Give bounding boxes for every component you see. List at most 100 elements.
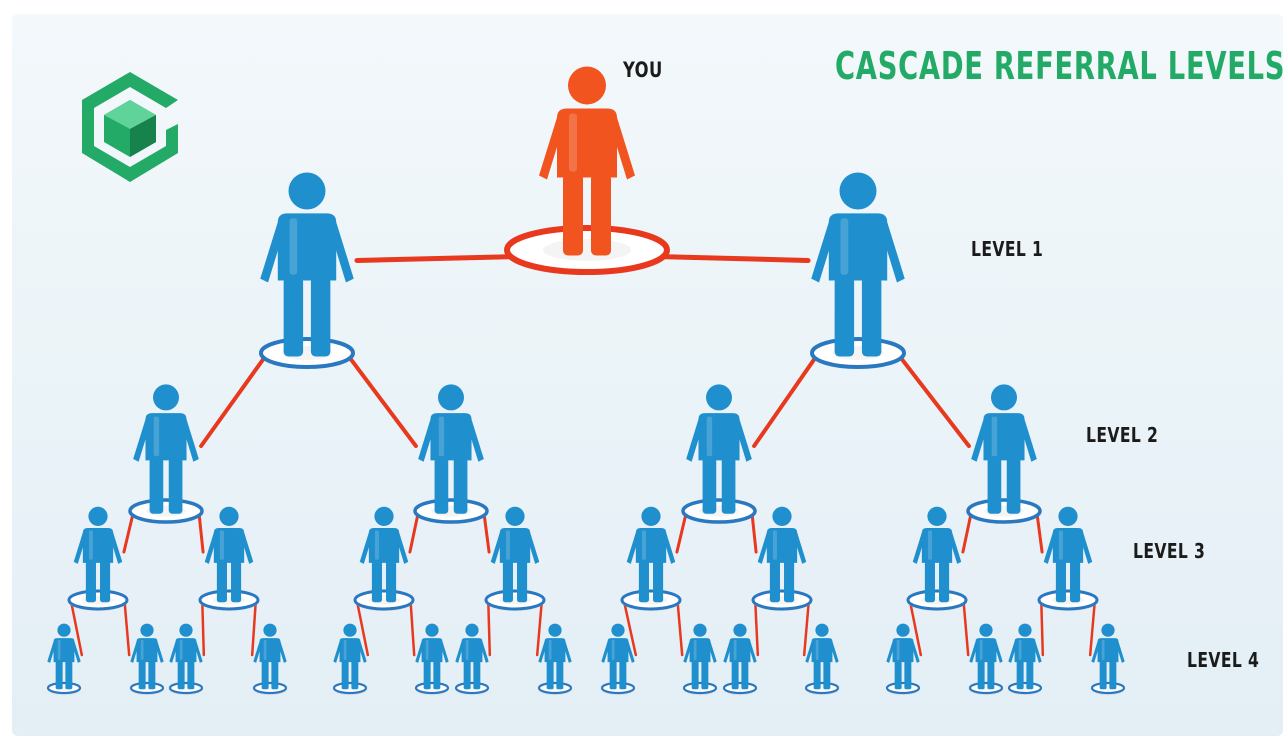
member-platform xyxy=(168,681,204,695)
connector-line xyxy=(754,601,760,657)
diagram-title: CASCADE REFERRAL LEVELS xyxy=(835,44,1285,88)
person-icon xyxy=(886,623,920,690)
person-icon xyxy=(418,384,484,514)
member-platform xyxy=(46,681,82,695)
connector-line xyxy=(122,512,135,554)
person-icon xyxy=(626,506,676,603)
member-platform xyxy=(906,589,968,611)
person-icon xyxy=(455,623,489,690)
member-platform xyxy=(128,498,204,524)
person-icon xyxy=(805,623,839,690)
member-platform xyxy=(751,589,813,611)
connector-line xyxy=(347,355,418,448)
connector-line xyxy=(408,512,420,554)
you-platform xyxy=(504,225,670,275)
person-icon xyxy=(683,623,717,690)
person-icon xyxy=(969,623,1003,690)
person-icon xyxy=(686,384,752,514)
connector-line xyxy=(623,601,638,657)
member-platform xyxy=(67,589,129,611)
person-icon xyxy=(757,506,807,603)
person-icon xyxy=(333,623,367,690)
connector-lines xyxy=(70,254,1096,657)
person-icon xyxy=(538,623,572,690)
member-platform xyxy=(968,681,1004,695)
member-platform xyxy=(252,681,288,695)
member-platform xyxy=(600,681,636,695)
connector-line xyxy=(354,254,516,263)
connector-line xyxy=(750,512,758,554)
person-icon xyxy=(1091,623,1125,690)
diagram-background xyxy=(12,14,1283,736)
person-icon xyxy=(73,506,123,603)
member-platform xyxy=(414,681,450,695)
connector-line xyxy=(962,601,970,657)
connector-line xyxy=(676,601,684,657)
person-icon xyxy=(490,506,540,603)
member-platform xyxy=(353,589,415,611)
member-platform xyxy=(966,498,1042,524)
person-icon xyxy=(971,384,1037,514)
you-label: YOU xyxy=(623,58,663,82)
connector-line xyxy=(70,601,84,657)
member-platform xyxy=(413,498,489,524)
member-platform xyxy=(198,589,260,611)
person-icon xyxy=(359,506,409,603)
connector-line xyxy=(961,512,973,554)
connector-line xyxy=(752,355,818,448)
member-platform xyxy=(722,681,758,695)
member-platform xyxy=(804,681,840,695)
connector-line xyxy=(482,512,491,554)
member-platform xyxy=(885,681,921,695)
person-icon xyxy=(415,623,449,690)
level-2-label: LEVEL 2 xyxy=(1086,423,1159,447)
connector-line xyxy=(356,601,370,657)
level-3-label: LEVEL 3 xyxy=(1133,539,1206,563)
person-icon xyxy=(253,623,287,690)
level-4-label: LEVEL 4 xyxy=(1187,648,1260,672)
member-platform xyxy=(681,498,757,524)
connector-line xyxy=(250,601,257,657)
connector-line xyxy=(898,355,971,448)
connector-line xyxy=(909,601,923,657)
member-platform xyxy=(454,681,490,695)
connector-line xyxy=(802,601,810,657)
member-platform xyxy=(259,337,355,369)
person-icon xyxy=(723,623,757,690)
member-platform xyxy=(129,681,165,695)
connector-line xyxy=(1040,601,1045,657)
member-platform xyxy=(620,589,682,611)
person-icon xyxy=(204,506,254,603)
person-icon xyxy=(811,172,905,357)
person-icon xyxy=(912,506,962,603)
you-person-icon xyxy=(539,66,635,256)
person-icon xyxy=(601,623,635,690)
member-platform xyxy=(810,337,906,369)
member-platform xyxy=(1037,589,1099,611)
person-icon xyxy=(1043,506,1093,603)
cube-logo-icon xyxy=(82,72,178,182)
connector-line xyxy=(1088,601,1096,657)
level-1-label: LEVEL 1 xyxy=(971,237,1044,261)
member-platform xyxy=(484,589,546,611)
person-icon xyxy=(47,623,81,690)
person-icon xyxy=(130,623,164,690)
connector-line xyxy=(675,512,688,554)
member-platform xyxy=(1090,681,1126,695)
connector-line xyxy=(123,601,131,657)
connector-line xyxy=(201,601,206,657)
member-platform xyxy=(537,681,573,695)
member-platform xyxy=(682,681,718,695)
person-icon xyxy=(169,623,203,690)
member-platform xyxy=(332,681,368,695)
connector-line xyxy=(197,512,205,554)
connector-line xyxy=(658,254,811,263)
person-icon xyxy=(133,384,199,514)
member-nodes xyxy=(46,66,1126,695)
person-icon xyxy=(1008,623,1042,690)
connector-line xyxy=(409,601,416,657)
connector-line xyxy=(487,601,492,657)
connector-line xyxy=(199,355,267,448)
